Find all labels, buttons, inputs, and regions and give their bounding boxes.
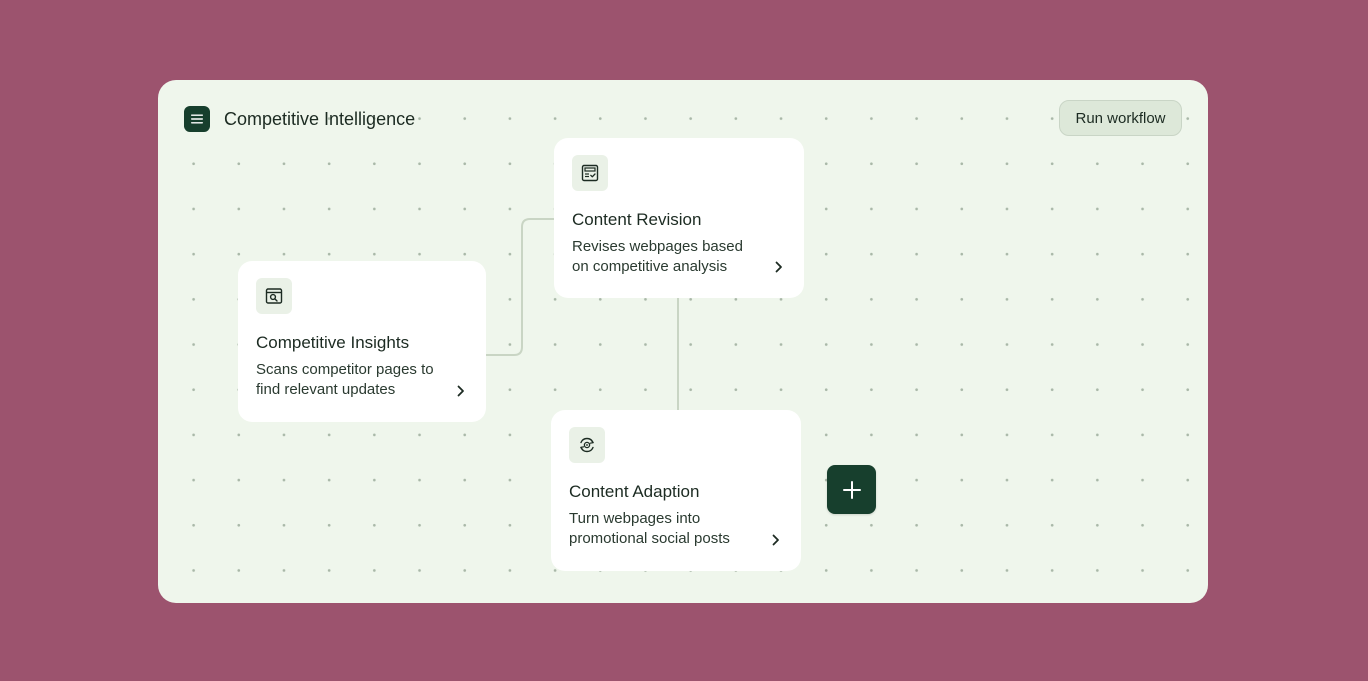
add-node-button[interactable] <box>827 465 876 514</box>
node-title: Content Adaption <box>569 482 700 501</box>
node-card-content-revision[interactable]: Content Revision Revises webpages based … <box>554 138 804 298</box>
node-icon-box <box>256 278 292 314</box>
connector-insights-to-revision <box>486 218 554 356</box>
run-workflow-button[interactable]: Run workflow <box>1059 100 1182 136</box>
document-check-icon <box>581 164 599 182</box>
node-card-competitive-insights[interactable]: Competitive Insights Scans competitor pa… <box>238 261 486 422</box>
node-description: Revises webpages based on competitive an… <box>572 238 743 275</box>
chevron-right-icon[interactable] <box>454 384 468 398</box>
node-title: Competitive Insights <box>256 333 410 352</box>
workflow-title: Competitive Intelligence <box>224 109 416 129</box>
chevron-right-icon[interactable] <box>769 533 783 547</box>
browser-search-icon <box>265 288 283 304</box>
chevron-right-icon[interactable] <box>772 260 786 274</box>
node-title: Content Revision <box>572 210 702 229</box>
plus-icon <box>842 480 861 499</box>
node-description: Scans competitor pages to find relevant … <box>256 361 434 398</box>
hamburger-menu-icon <box>191 114 203 124</box>
share-refresh-icon <box>580 437 594 453</box>
node-icon-box <box>572 155 608 191</box>
node-description: Turn webpages into promotional social po… <box>569 510 730 547</box>
menu-button[interactable] <box>184 106 210 132</box>
workflow-canvas[interactable]: Competitive Intelligence Run workflow Co… <box>158 80 1208 603</box>
node-icon-box <box>569 427 605 463</box>
node-card-content-adaption[interactable]: Content Adaption Turn webpages into prom… <box>551 410 801 571</box>
